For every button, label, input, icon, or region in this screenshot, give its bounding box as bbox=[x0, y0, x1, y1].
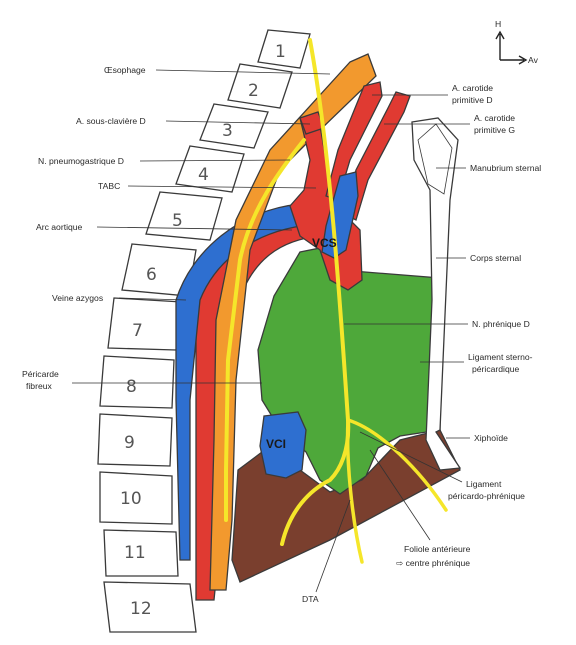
orientation-forward-label: Av bbox=[528, 55, 539, 65]
vertebra-number: 6 bbox=[146, 265, 157, 285]
vertebra-number: 8 bbox=[126, 377, 137, 397]
vertebra-number: 10 bbox=[120, 489, 142, 509]
annotations: Œsophage A. sous-clavière D N. pneumogas… bbox=[22, 65, 541, 604]
vertebra-number: 11 bbox=[124, 543, 146, 563]
label-dta: DTA bbox=[302, 594, 319, 604]
vertebra-12 bbox=[103, 581, 197, 633]
label-foliole-line1: Foliole antérieure bbox=[404, 544, 471, 554]
phrenic-nerve-branch bbox=[345, 418, 448, 564]
vertebra-number: 4 bbox=[198, 165, 209, 185]
vertebra-5 bbox=[145, 191, 223, 241]
vertebra-number: 2 bbox=[248, 81, 259, 101]
superior-vena-cava bbox=[321, 171, 359, 259]
up-arrow-icon bbox=[495, 30, 505, 60]
leader-sous-claviere bbox=[165, 120, 311, 125]
vertebra-7 bbox=[107, 297, 183, 351]
label-arc-aortique: Arc aortique bbox=[36, 222, 83, 232]
vertebra-number: 5 bbox=[172, 211, 183, 231]
label-carotide-g-line1: A. carotide bbox=[474, 113, 515, 123]
label-carotide-g-line2: primitive G bbox=[474, 125, 515, 135]
vertebra-10 bbox=[99, 471, 173, 525]
vertebra-number: 12 bbox=[130, 599, 152, 619]
right-vagus-nerve bbox=[224, 138, 306, 522]
vertebra-8 bbox=[99, 355, 175, 409]
vertebra-numbers: 1 2 3 4 5 6 7 8 9 10 11 12 bbox=[120, 42, 286, 619]
vertebra-1 bbox=[257, 29, 311, 69]
vertebra-3 bbox=[199, 103, 269, 149]
orientation-indicator: H Av bbox=[495, 19, 539, 65]
vertebral-column bbox=[97, 29, 311, 633]
leader-oesophage bbox=[155, 69, 331, 75]
label-lig-pp-line2: péricardo-phrénique bbox=[448, 491, 525, 501]
leader-foliole bbox=[369, 449, 431, 541]
forward-arrow-icon bbox=[500, 55, 528, 65]
label-pericarde-line2: fibreux bbox=[26, 381, 52, 391]
vertebra-11 bbox=[103, 529, 179, 577]
label-tabc: TABC bbox=[98, 181, 120, 191]
sternum bbox=[411, 117, 462, 471]
label-lig-pp-line1: Ligament bbox=[466, 479, 502, 489]
leader-tabc bbox=[127, 185, 317, 189]
label-foliole-line2: ⇨ centre phrénique bbox=[396, 558, 470, 568]
label-veine-azygos: Veine azygos bbox=[52, 293, 103, 303]
vertebra-4 bbox=[175, 145, 245, 193]
leader-lines bbox=[72, 69, 470, 593]
leader-pp bbox=[359, 431, 463, 483]
leader-arc bbox=[96, 226, 293, 231]
label-manubrium: Manubrium sternal bbox=[470, 163, 541, 173]
vertebra-9 bbox=[97, 413, 173, 467]
leader-dta bbox=[315, 499, 351, 593]
label-phrenique: N. phrénique D bbox=[472, 319, 530, 329]
label-lig-sterno-line2: péricardique bbox=[472, 364, 520, 374]
label-sous-claviere: A. sous-clavière D bbox=[76, 116, 146, 126]
vertebra-number: 9 bbox=[124, 433, 135, 453]
label-carotide-d-line1: A. carotide bbox=[452, 83, 493, 93]
leader-pneumogastrique bbox=[139, 159, 291, 162]
vcs-label: VCS bbox=[312, 236, 337, 250]
label-xiphoide: Xiphoïde bbox=[474, 433, 508, 443]
nerves bbox=[224, 38, 448, 564]
manubrium-shading bbox=[417, 123, 453, 195]
vertebra-number: 1 bbox=[275, 42, 286, 62]
label-pericarde-line1: Péricarde bbox=[22, 369, 59, 379]
label-oesophage: Œsophage bbox=[104, 65, 146, 75]
leader-azygos bbox=[118, 297, 187, 301]
label-carotide-d-line2: primitive D bbox=[452, 95, 493, 105]
inferior-vena-cava bbox=[259, 411, 307, 479]
vertebra-number: 7 bbox=[132, 321, 143, 341]
vci-label: VCI bbox=[266, 437, 286, 451]
oesophagus bbox=[209, 53, 377, 591]
label-corps-sternal: Corps sternal bbox=[470, 253, 521, 263]
vertebra-2 bbox=[227, 63, 293, 109]
label-pneumogastrique: N. pneumogastrique D bbox=[38, 156, 124, 166]
orientation-up-label: H bbox=[495, 19, 501, 29]
label-lig-sterno-line1: Ligament sterno- bbox=[468, 352, 533, 362]
vertebra-number: 3 bbox=[222, 121, 233, 141]
